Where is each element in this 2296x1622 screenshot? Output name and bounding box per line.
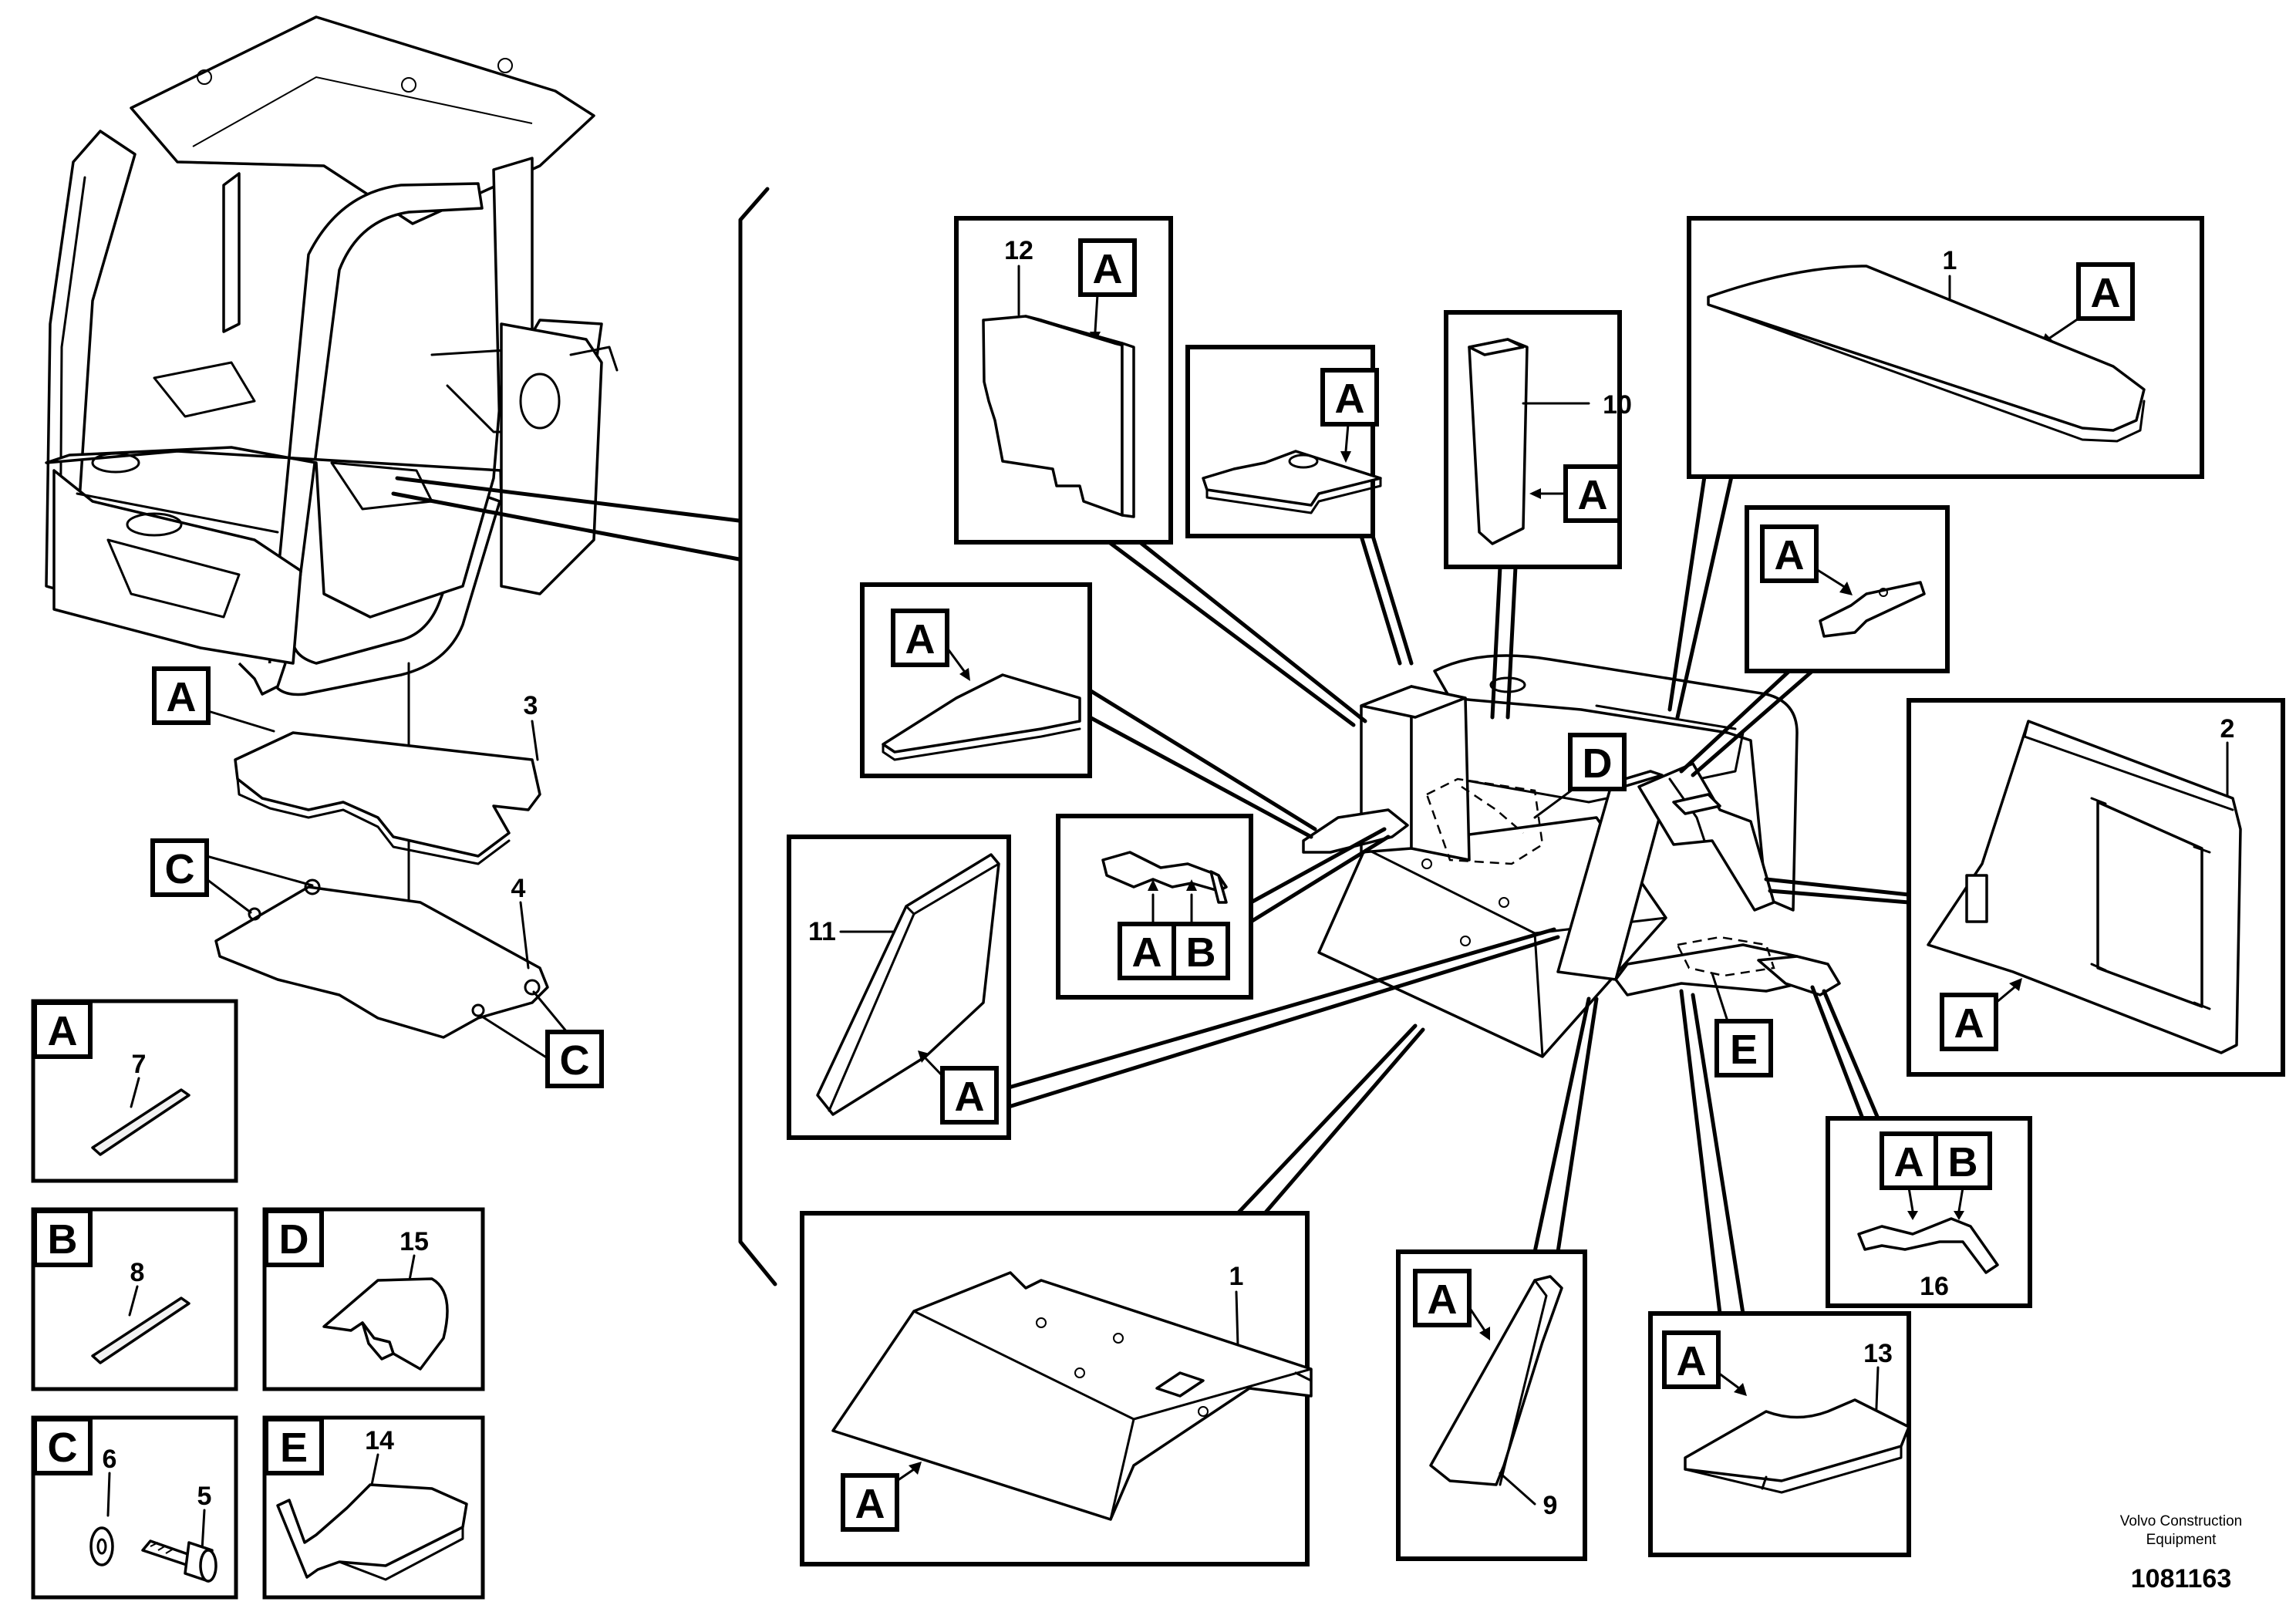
legend-a-item-7: A 7 <box>31 999 238 1183</box>
label-e: E <box>1730 1027 1758 1073</box>
label-c: C <box>48 1425 78 1471</box>
floor-plate-4 <box>214 878 549 1039</box>
label-d: D <box>279 1216 309 1263</box>
view-leader-lines <box>391 476 741 561</box>
number-2: 2 <box>2220 714 2235 744</box>
number-4: 4 <box>511 874 526 903</box>
label-a: A <box>167 674 197 720</box>
figure-number: 1081163 <box>2131 1564 2232 1593</box>
callout-d: D <box>1533 733 1627 819</box>
label-a: A <box>1954 1000 1984 1047</box>
number-7: 7 <box>132 1050 147 1079</box>
floor-mat-3 <box>234 731 541 865</box>
detail-box-item-1-top: 1 A <box>1687 216 2204 479</box>
number-8: 8 <box>130 1258 145 1287</box>
number-12: 12 <box>1004 236 1033 265</box>
detail-box-item-12: 12 A <box>954 216 1173 545</box>
label-a: A <box>1335 376 1365 422</box>
detail-box-item-10: 10 A <box>1444 310 1632 569</box>
detail-box-item-11: 11 A <box>787 835 1011 1140</box>
cab-frame-drawing <box>45 15 619 696</box>
company-name-line1: Volvo Construction <box>2120 1513 2242 1529</box>
label-a: A <box>855 1481 885 1527</box>
detail-box-small-piece: A <box>1745 505 1950 673</box>
number-11: 11 <box>808 917 836 946</box>
label-a: A <box>1677 1338 1707 1384</box>
label-a: A <box>1132 929 1162 976</box>
label-a: A <box>48 1008 78 1054</box>
label-b: B <box>1186 929 1216 976</box>
detail-box-item-2: 2 A <box>1907 698 2285 1077</box>
callout-c-floor-plate-bottom: C <box>480 990 604 1088</box>
company-name-line2: Equipment <box>2146 1532 2217 1548</box>
callout-e: E <box>1711 972 1773 1077</box>
number-14: 14 <box>365 1426 394 1455</box>
number-3: 3 <box>524 691 538 720</box>
legend-e-item-14: E 14 <box>262 1415 485 1600</box>
number-9: 9 <box>1543 1491 1558 1520</box>
number-15: 15 <box>400 1227 429 1256</box>
detail-box-item-1-bottom: 1 A <box>800 1211 1313 1566</box>
divider-bracket <box>738 187 777 1286</box>
detail-box-wedge: A <box>860 582 1092 778</box>
detail-box-bracket: A <box>1185 345 1382 538</box>
callout-a-floor-mat: A <box>152 666 275 733</box>
label-d: D <box>1583 740 1613 787</box>
console-assembly-drawing <box>1302 654 1841 1058</box>
legend-b-item-8: B 8 <box>31 1207 238 1391</box>
label-a: A <box>1775 532 1805 578</box>
detail-box-item-9: A 9 <box>1396 1249 1587 1561</box>
label-a: A <box>1428 1276 1458 1323</box>
label-c: C <box>560 1037 590 1084</box>
legend-c-items-5-6: C 6 5 <box>31 1415 238 1600</box>
label-b: B <box>1948 1139 1978 1185</box>
detail-box-item-13: A 13 <box>1648 1311 1911 1557</box>
label-e: E <box>280 1425 308 1471</box>
label-c: C <box>165 846 195 892</box>
detail-box-clip-a-b: A B <box>1056 814 1253 1000</box>
number-1: 1 <box>1229 1262 1244 1291</box>
label-a: A <box>1093 246 1123 292</box>
legend-d-item-15: D 15 <box>262 1207 485 1391</box>
label-b: B <box>48 1216 78 1263</box>
number-6: 6 <box>103 1445 117 1474</box>
label-a: A <box>1894 1139 1924 1185</box>
label-a: A <box>2091 270 2121 316</box>
label-a: A <box>1578 472 1608 518</box>
callout-3: 3 <box>524 691 539 761</box>
number-13: 13 <box>1863 1339 1893 1368</box>
callout-4: 4 <box>511 874 530 969</box>
number-16: 16 <box>1920 1272 1949 1301</box>
label-a: A <box>905 616 936 663</box>
detail-leader-lines <box>1006 474 1911 1316</box>
number-10: 10 <box>1603 390 1632 420</box>
number-1: 1 <box>1943 246 1957 275</box>
footer-credit: Volvo Construction Equipment 1081163 <box>2120 1513 2242 1593</box>
number-5: 5 <box>197 1482 212 1511</box>
label-a: A <box>955 1074 985 1120</box>
callout-c-floor-plate-top: C <box>150 838 314 914</box>
detail-box-item-16: A B 16 <box>1826 1116 2032 1308</box>
